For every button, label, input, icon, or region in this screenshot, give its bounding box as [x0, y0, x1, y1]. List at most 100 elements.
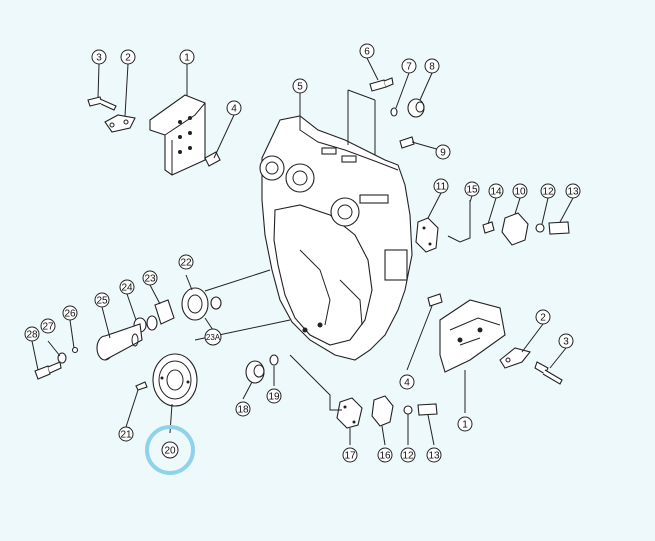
svg-text:3: 3	[563, 337, 569, 348]
callout-4-bottom[interactable]: 4	[399, 374, 415, 390]
svg-text:22: 22	[180, 258, 192, 269]
gear-part-20[interactable]	[152, 353, 198, 407]
svg-text:12: 12	[402, 451, 414, 462]
dowel-pin-part-4-top[interactable]	[204, 151, 221, 167]
callout-15[interactable]: 15	[464, 181, 480, 197]
callout-12-top[interactable]: 12	[540, 183, 556, 199]
dowel-pin-part-4-bottom[interactable]	[427, 293, 443, 307]
pin-part-21[interactable]	[135, 381, 148, 391]
cover-plate-part-17[interactable]	[336, 397, 363, 429]
washer-part-12-top[interactable]	[535, 223, 545, 233]
cover-plate-part-11[interactable]	[415, 217, 439, 253]
o-ring-part-19[interactable]	[269, 354, 279, 366]
callout-2-top[interactable]: 2	[120, 49, 136, 65]
callout-13-top[interactable]: 13	[565, 183, 581, 199]
svg-text:20: 20	[164, 446, 176, 457]
callout-2-bottom[interactable]: 2	[535, 309, 551, 325]
lock-plate-part-2-top[interactable]	[104, 114, 136, 133]
callout-14[interactable]: 14	[488, 183, 504, 199]
svg-text:4: 4	[231, 104, 237, 115]
bolt-part-13-top[interactable]	[548, 221, 570, 235]
callout-7[interactable]: 7	[401, 58, 417, 74]
cover-part-10[interactable]	[501, 212, 529, 246]
cap-part-18[interactable]	[245, 360, 265, 384]
lock-plate-part-2-bottom[interactable]	[499, 347, 531, 369]
pin-part-15[interactable]	[447, 200, 471, 243]
callout-8[interactable]: 8	[424, 58, 440, 74]
svg-text:19: 19	[268, 392, 280, 403]
svg-text:23: 23	[144, 274, 156, 285]
bolt-part-13-bottom[interactable]	[417, 403, 438, 416]
mounting-bracket-part-1-top[interactable]	[149, 94, 206, 176]
svg-text:12: 12	[542, 187, 554, 198]
svg-text:13: 13	[428, 451, 440, 462]
bolt-part-14[interactable]	[482, 221, 495, 234]
svg-text:24: 24	[121, 283, 133, 294]
svg-text:9: 9	[440, 148, 446, 159]
callout-25[interactable]: 25	[94, 292, 110, 308]
housing-part-5[interactable]	[259, 89, 413, 361]
svg-text:11: 11	[436, 182, 447, 193]
shaft-part-25[interactable]	[96, 323, 143, 361]
plug-part-8[interactable]	[407, 98, 425, 118]
callout-1-top[interactable]: 1	[179, 49, 195, 65]
bolt-part-28[interactable]	[34, 361, 62, 380]
callout-20[interactable]: 20	[161, 441, 179, 459]
bolt-part-6[interactable]	[369, 77, 394, 92]
svg-text:21: 21	[120, 430, 132, 441]
callout-24[interactable]: 24	[119, 279, 135, 295]
svg-text:17: 17	[344, 451, 356, 462]
callout-22[interactable]: 22	[178, 254, 194, 270]
svg-text:28: 28	[26, 330, 38, 341]
callout-11[interactable]: 11	[433, 178, 449, 194]
washer-part-12-bottom[interactable]	[403, 405, 413, 415]
callout-3-bottom[interactable]: 3	[558, 333, 574, 349]
o-ring-part-7[interactable]	[390, 107, 398, 117]
callout-13-bottom[interactable]: 13	[426, 447, 442, 463]
svg-text:27: 27	[42, 322, 54, 333]
washer-part-23a[interactable]	[210, 296, 222, 310]
callout-1-bottom[interactable]: 1	[457, 416, 473, 432]
callout-21[interactable]: 21	[118, 426, 134, 442]
svg-text:2: 2	[540, 313, 546, 324]
svg-text:23A: 23A	[206, 333, 221, 342]
callout-18[interactable]: 18	[235, 401, 251, 417]
gasket-part-16[interactable]	[371, 395, 394, 427]
bolt-part-3-bottom[interactable]	[534, 361, 563, 385]
callout-23a[interactable]: 23A	[204, 328, 222, 346]
callout-10[interactable]: 10	[512, 183, 528, 199]
svg-text:14: 14	[490, 187, 502, 198]
callout-4-top[interactable]: 4	[226, 100, 242, 116]
bearing-part-23[interactable]	[154, 299, 175, 325]
svg-text:15: 15	[466, 185, 478, 196]
svg-text:1: 1	[462, 420, 468, 431]
svg-text:8: 8	[429, 62, 435, 73]
callout-19[interactable]: 19	[266, 388, 282, 404]
svg-text:7: 7	[406, 62, 412, 73]
callout-28[interactable]: 28	[24, 326, 40, 342]
callout-12-bottom[interactable]: 12	[400, 447, 416, 463]
svg-text:4: 4	[404, 378, 410, 389]
gear-part-22[interactable]	[181, 287, 209, 321]
callout-23[interactable]: 23	[142, 270, 158, 286]
callout-27[interactable]: 27	[40, 318, 56, 334]
svg-text:13: 13	[567, 187, 579, 198]
bolt-part-3-top[interactable]	[87, 96, 117, 111]
callout-5[interactable]: 5	[292, 78, 308, 94]
callout-16[interactable]: 16	[377, 447, 393, 463]
pin-part-26[interactable]	[71, 346, 79, 354]
spacer-part-24b[interactable]	[146, 315, 158, 331]
svg-text:3: 3	[96, 53, 102, 64]
callout-9[interactable]: 9	[435, 144, 451, 160]
svg-text:18: 18	[237, 405, 249, 416]
bolt-part-9[interactable]	[399, 136, 415, 149]
mounting-bracket-part-1-bottom[interactable]	[439, 299, 506, 373]
svg-text:16: 16	[379, 451, 391, 462]
callout-6[interactable]: 6	[359, 43, 375, 59]
callout-26[interactable]: 26	[62, 305, 78, 321]
callout-17[interactable]: 17	[342, 447, 358, 463]
callout-3-top[interactable]: 3	[91, 49, 107, 65]
svg-text:26: 26	[64, 309, 76, 320]
